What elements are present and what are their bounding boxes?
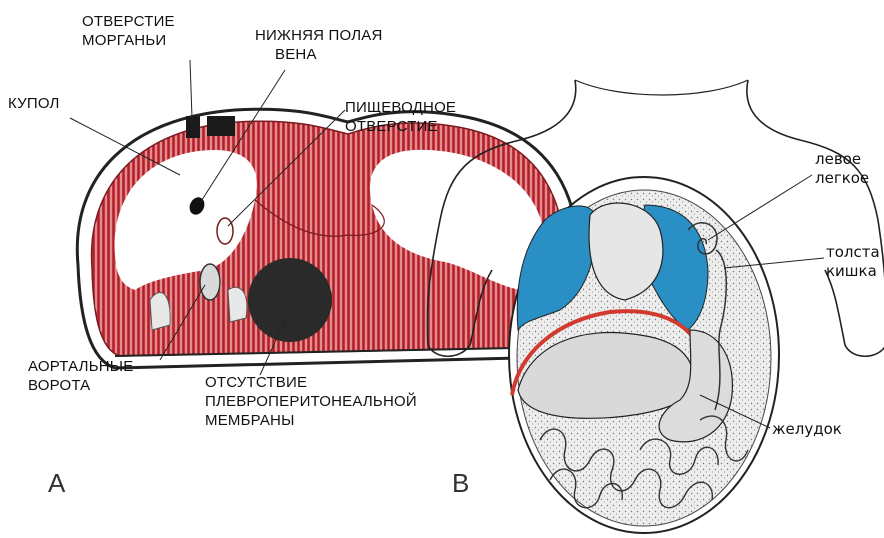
label-aortic-line1: АОРТАЛЬНЫЕ xyxy=(28,357,133,376)
label-left-lung-line2: легкое xyxy=(815,169,869,188)
label-aortic: АОРТАЛЬНЫЕ ВОРОТА xyxy=(28,357,133,395)
crus-right xyxy=(228,287,247,322)
label-left-lung: левое легкое xyxy=(815,150,869,188)
label-membrane-line3: МЕМБРАНЫ xyxy=(205,411,417,430)
label-membrane: ОТСУТСТВИЕ ПЛЕВРОПЕРИТОНЕАЛЬНОЙ МЕМБРАНЫ xyxy=(205,373,417,430)
label-colon: толста кишка xyxy=(826,243,880,281)
label-esophageal-line1: ПИЩЕВОДНОЕ xyxy=(345,98,456,117)
panel-a-letter: A xyxy=(48,468,66,498)
label-morgagni-line2: МОРГАНЬИ xyxy=(82,31,175,50)
label-left-lung-line1: левое xyxy=(815,150,869,169)
aortic-hiatus xyxy=(200,264,220,300)
label-dome: КУПОЛ xyxy=(8,94,60,113)
esophageal-opening xyxy=(217,218,233,244)
label-esophageal-line2: ОТВЕРСТИЕ xyxy=(345,117,456,136)
label-morgagni-line1: ОТВЕРСТИЕ xyxy=(82,12,175,31)
label-membrane-line1: ОТСУТСТВИЕ xyxy=(205,373,417,392)
crus-left xyxy=(150,292,170,330)
label-colon-line1: толста xyxy=(826,243,880,262)
label-aortic-line2: ВОРОТА xyxy=(28,376,133,395)
diaphragm-panel xyxy=(70,60,579,375)
label-morgagni: ОТВЕРСТИЕ МОРГАНЬИ xyxy=(82,12,175,50)
label-membrane-line2: ПЛЕВРОПЕРИТОНЕАЛЬНОЙ xyxy=(205,392,417,411)
label-ivc: НИЖНЯЯ ПОЛАЯ ВЕНА xyxy=(255,26,383,64)
label-ivc-line1: НИЖНЯЯ ПОЛАЯ xyxy=(255,26,383,45)
label-esophageal: ПИЩЕВОДНОЕ ОТВЕРСТИЕ xyxy=(345,98,456,136)
label-colon-line2: кишка xyxy=(826,262,880,281)
membrane-defect xyxy=(248,258,332,342)
label-ivc-line2: ВЕНА xyxy=(255,45,383,64)
neck-line xyxy=(575,80,748,95)
panel-b-letter: B xyxy=(452,468,470,498)
morgagni-foramen-right xyxy=(207,116,235,136)
morgagni-foramen xyxy=(186,116,200,138)
label-stomach: желудок xyxy=(772,420,842,439)
